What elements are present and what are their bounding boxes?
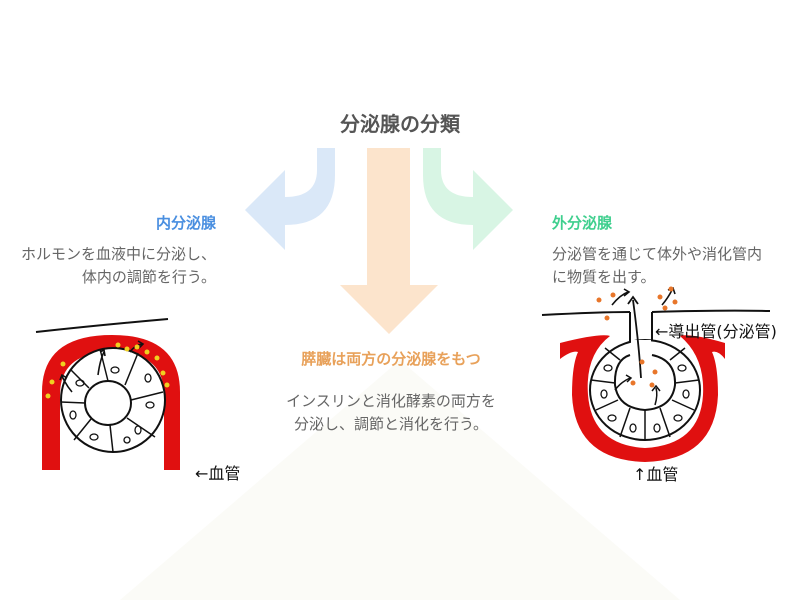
- endocrine-description: ホルモンを血液中に分泌し、 体内の調節を行う。: [21, 243, 216, 289]
- exocrine-description-line: 分泌管を通じて体外や消化管内: [552, 245, 763, 263]
- endocrine-vessel-label: ←血管: [195, 464, 241, 483]
- exocrine-heading: 外分泌腺: [552, 214, 613, 232]
- endocrine-description-line: 体内の調節を行う。: [81, 268, 216, 286]
- arrow-to-pancreas: [340, 148, 438, 334]
- endocrine-heading: 内分泌腺: [156, 214, 217, 232]
- exocrine-duct-label: ←導出管(分泌管): [655, 322, 777, 341]
- blood-vessel: [42, 335, 180, 470]
- pancreas-description-line: 分泌し、調節と消化を行う。: [293, 415, 489, 433]
- pancreas-description: インスリンと消化酵素の両方を 分泌し、調節と消化を行う。: [0, 390, 782, 436]
- endocrine-description-line: ホルモンを血液中に分泌し、: [20, 245, 216, 263]
- arrow-to-endocrine: [245, 148, 335, 250]
- pancreas-description-line: インスリンと消化酵素の両方を: [286, 392, 496, 410]
- diagram-title: 分泌腺の分類: [340, 112, 460, 136]
- exocrine-description: 分泌管を通じて体外や消化管内 に物質を出す。: [552, 243, 762, 289]
- exocrine-vessel-label: ↑血管: [633, 465, 679, 484]
- pancreas-heading: 膵臓は両方の分泌腺をもつ: [301, 350, 481, 368]
- blood-vessel: [560, 335, 725, 462]
- arrow-to-exocrine: [423, 148, 513, 250]
- exocrine-description-line: に物質を出す。: [552, 268, 656, 286]
